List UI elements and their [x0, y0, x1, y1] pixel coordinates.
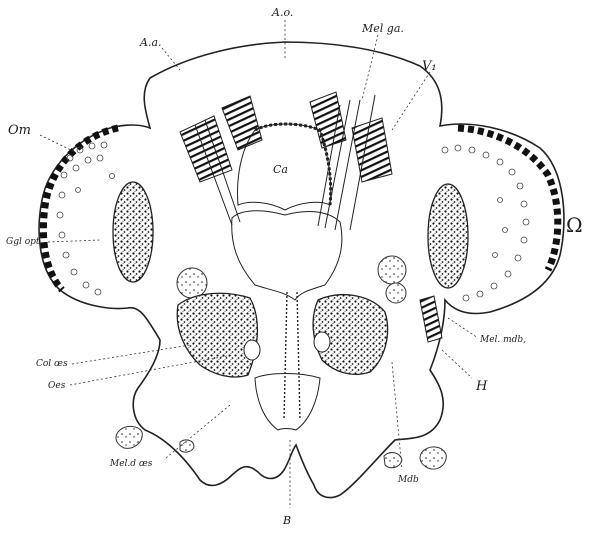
left-cell-cluster	[177, 268, 207, 298]
left-optic-ganglion	[113, 182, 153, 282]
label-oes: Oes	[48, 381, 66, 391]
right-optic-ganglion	[428, 184, 468, 288]
head-outline	[39, 42, 564, 498]
label-b: B	[282, 514, 291, 527]
figure-symbol: Ω	[566, 213, 583, 237]
right-cell-cluster-2	[386, 283, 406, 303]
left-ganglion-core	[244, 340, 260, 360]
label-meloes: Mel.d œs	[109, 459, 153, 469]
fragment-2	[180, 440, 194, 452]
right-ganglion-core	[314, 332, 330, 352]
label-gglopt: Ggl opt	[6, 237, 40, 247]
label-v1: V₁	[422, 59, 437, 74]
label-ao: A.o.	[271, 6, 293, 19]
fragment-3	[384, 453, 402, 468]
label-colaes: Col œs	[36, 359, 68, 369]
label-h: H	[475, 379, 488, 394]
label-aa: A.a.	[139, 36, 162, 49]
fragment-1	[116, 426, 142, 448]
label-melga: Mel ga.	[361, 22, 404, 35]
label-melmdb: Mel. mdb,	[479, 335, 526, 345]
fragment-4	[420, 447, 446, 469]
label-ca: Ca	[273, 163, 288, 176]
label-mdb: Mdb	[397, 475, 419, 485]
label-om: Om	[8, 123, 31, 138]
right-cell-cluster	[378, 256, 406, 284]
